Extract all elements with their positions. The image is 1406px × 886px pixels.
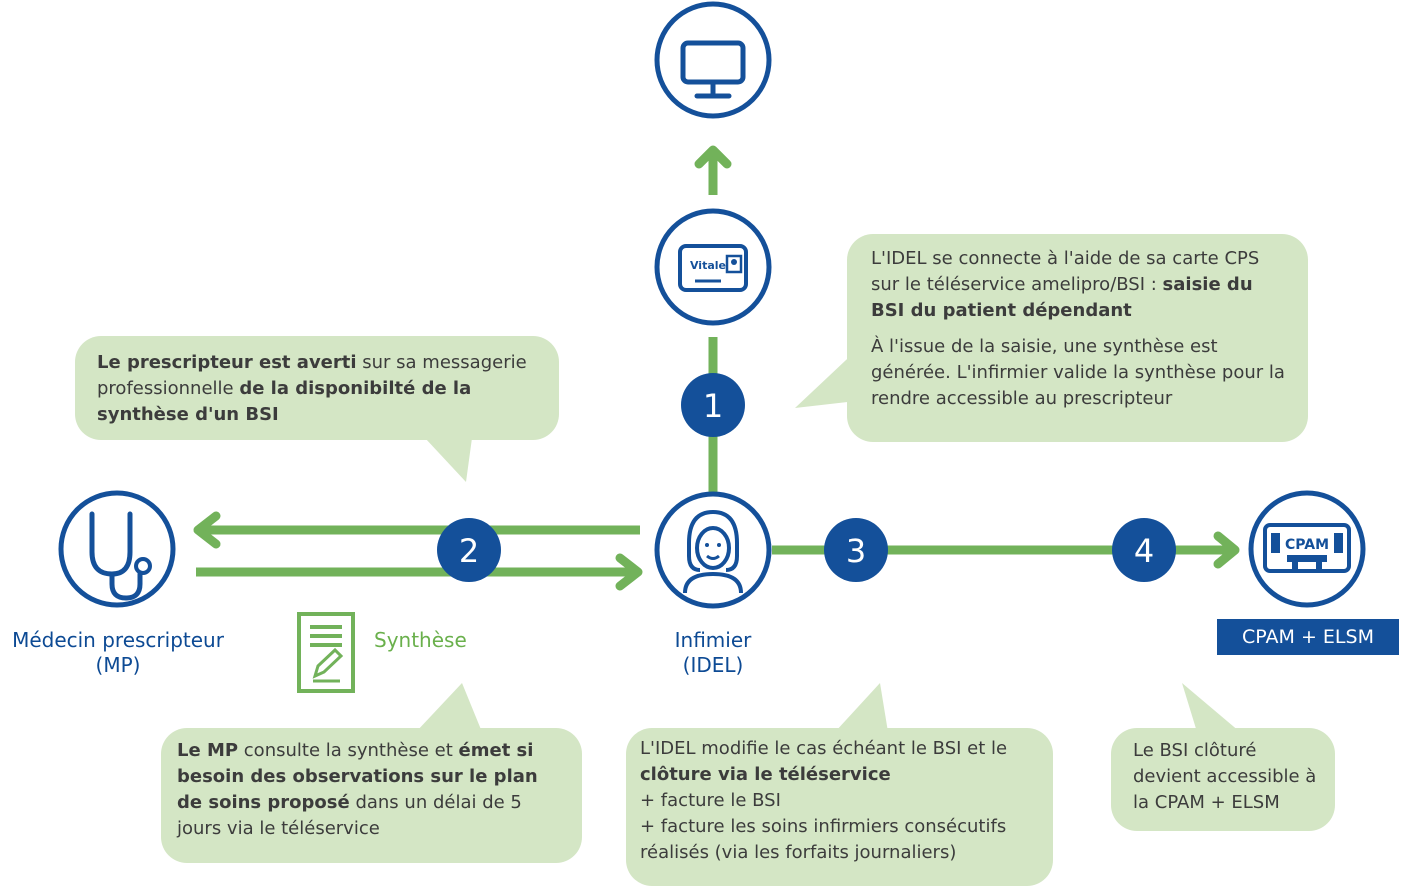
bubble-idel-line1: L'IDEL modifie le cas échéant le BSI et …: [640, 736, 1037, 788]
bubble-mp-bold1: Le MP: [177, 740, 239, 761]
synthese-label: Synthèse: [374, 628, 467, 652]
bubble-step1-p2: À l'issue de la saisie, une synthèse est…: [871, 336, 1285, 409]
step-number-3: 3: [846, 532, 866, 570]
arrowhead-left: [193, 511, 221, 549]
vitale-card-text: Vitale: [690, 259, 726, 272]
step-badge-3: 3: [824, 518, 888, 582]
bubble-tail-cpam: [1182, 683, 1240, 732]
bubble-step1-p1: L'IDEL se connecte à l'aide de sa carte …: [871, 246, 1288, 324]
bubble-tail-averti: [425, 438, 472, 482]
arrowhead-up: [694, 145, 732, 169]
bubble-mp-text2: dans un délai de 5 jours via le téléserv…: [177, 792, 522, 839]
bubble-averti: Le prescripteur est averti sur sa messag…: [75, 336, 559, 440]
bubble-step1-p1-bold: saisie du BSI du patient dépendant: [871, 274, 1253, 321]
bubble-idel: L'IDEL modifie le cas échéant le BSI et …: [626, 728, 1053, 886]
bubble-mp-text1: consulte la synthèse et: [238, 740, 459, 761]
nurse-label-line2: (IDEL): [682, 653, 744, 677]
step-number-1: 1: [703, 387, 723, 425]
cpam-building-icon: CPAM: [1248, 490, 1366, 608]
step-badge-4: 4: [1112, 518, 1176, 582]
doctor-label-line2: (MP): [95, 653, 141, 677]
arrowhead-cpam: [1213, 531, 1240, 569]
bubble-averti-bold2: de la disponibilté de la synthèse d'un B…: [97, 378, 472, 425]
bubble-tail-idel: [835, 683, 888, 732]
bubble-idel-line2: + facture le BSI: [640, 790, 781, 811]
bubble-averti-text: Le prescripteur est averti sur sa messag…: [97, 350, 539, 428]
bubble-averti-bold1: Le prescripteur est averti: [97, 352, 357, 373]
arrowhead-right: [615, 553, 643, 591]
bubble-mp-text: Le MP consulte la synthèse et émet si be…: [177, 738, 564, 842]
nurse-icon: [654, 491, 772, 609]
bubble-step1-p1-text: L'IDEL se connecte à l'aide de sa carte …: [871, 248, 1260, 295]
bubble-idel-line3: + facture les soins infirmiers consécuti…: [640, 816, 1007, 863]
bubble-averti-text1: sur sa messagerie professionnelle: [97, 352, 527, 399]
step-badge-1: 1: [681, 373, 745, 437]
step-number-2: 2: [459, 532, 479, 570]
bubble-cpam: Le BSI clôturé devient accessible à la C…: [1111, 728, 1335, 831]
bubble-idel-text1: L'IDEL modifie le cas échéant le BSI et …: [640, 738, 1008, 759]
step-number-4: 4: [1134, 532, 1154, 570]
monitor-icon: [654, 1, 772, 119]
vitale-card-icon: Vitale: [654, 208, 772, 326]
bubble-mp: Le MP consulte la synthèse et émet si be…: [161, 728, 582, 863]
cpam-sign-text: CPAM: [1285, 537, 1329, 553]
nurse-label: Infimier (IDEL): [633, 628, 793, 678]
stethoscope-icon: [58, 490, 176, 608]
step-badge-2: 2: [437, 518, 501, 582]
bubble-mp-bold2: émet si besoin des observations sur le p…: [177, 740, 538, 813]
doctor-label: Médecin prescripteur (MP): [0, 628, 236, 678]
bubble-step1: L'IDEL se connecte à l'aide de sa carte …: [847, 234, 1308, 442]
document-icon: [297, 612, 355, 693]
doctor-label-line1: Médecin prescripteur: [12, 628, 224, 652]
bubble-tail-mp: [416, 683, 482, 732]
cpam-label: CPAM + ELSM: [1217, 619, 1399, 655]
nurse-label-line1: Infimier: [674, 628, 752, 652]
bubble-idel-bold1: clôture via le téléservice: [640, 764, 891, 785]
bubble-cpam-text: Le BSI clôturé devient accessible à la C…: [1133, 740, 1317, 813]
